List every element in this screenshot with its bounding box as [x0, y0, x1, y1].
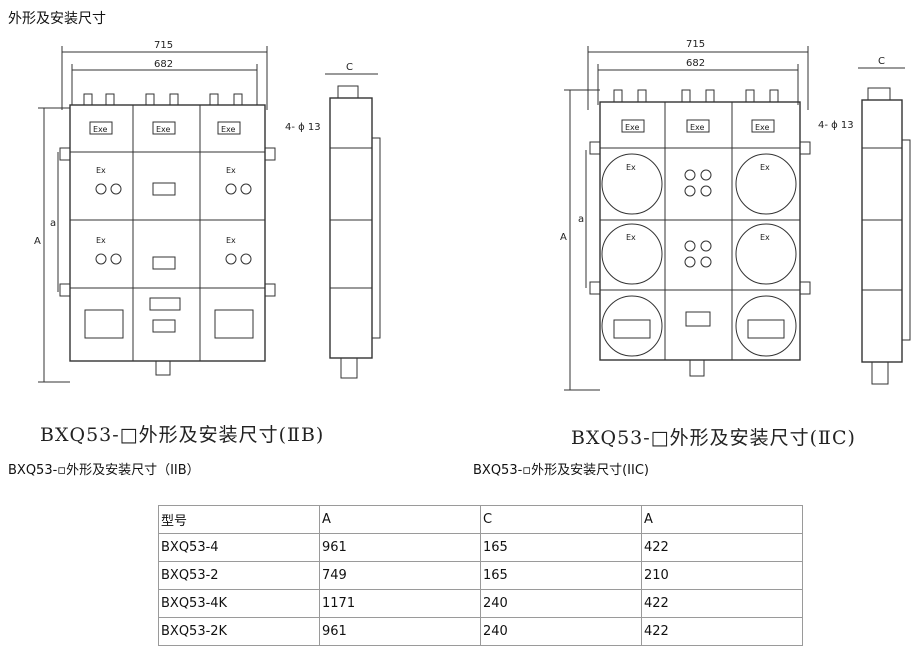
panel-ex-2: Ex [226, 166, 236, 175]
table-header-cell: A [641, 505, 803, 534]
table-cell: 961 [319, 533, 481, 562]
table-row: BXQ53-2K 961 240 422 [158, 617, 803, 646]
drawing-iib-svg: 715 682 C A a 4- ϕ 13 Exe Exe Exe Ex Ex … [34, 40, 381, 383]
table-row: BXQ53-2 749 165 210 [158, 561, 803, 590]
drawing-iic: 715 682 C A a 4- ϕ 13 Exe Exe Exe Ex Ex … [540, 30, 920, 420]
panel-exe-2: Exe [156, 125, 171, 134]
caption-iic: BXQ53-▫外形及安装尺寸(IIC) [473, 463, 649, 478]
dim-715: 715 [154, 40, 173, 51]
holes-note: 4- ϕ 13 [818, 120, 854, 131]
panel-ex-3: Ex [626, 233, 636, 242]
section-heading: 外形及安装尺寸 [8, 11, 106, 27]
table-header-row: 型号 A C A [158, 505, 803, 534]
panel-ex-3: Ex [96, 236, 106, 245]
caption-iib: BXQ53-▫外形及安装尺寸（IIB） [8, 463, 200, 478]
dim-682: 682 [686, 58, 705, 69]
dimension-table: 型号 A C A BXQ53-4 961 165 422 BXQ53-2 749… [158, 505, 803, 646]
table-cell: 961 [319, 617, 481, 646]
table-row: BXQ53-4K 1171 240 422 [158, 589, 803, 618]
drawing-iic-svg: 715 682 C A a 4- ϕ 13 Exe Exe Exe Ex Ex … [560, 39, 911, 391]
table-cell: 240 [480, 617, 642, 646]
table-cell: BXQ53-4 [158, 533, 320, 562]
dim-a-big: A [34, 236, 41, 247]
panel-ex-4: Ex [226, 236, 236, 245]
table-cell: BXQ53-4K [158, 589, 320, 618]
panel-exe-3: Exe [755, 123, 770, 132]
table-cell: 165 [480, 533, 642, 562]
panel-ex-4: Ex [760, 233, 770, 242]
panel-exe-1: Exe [625, 123, 640, 132]
table-cell: 1171 [319, 589, 481, 618]
panel-ex-1: Ex [96, 166, 106, 175]
dim-682: 682 [154, 59, 173, 70]
table-header-cell: 型号 [158, 505, 320, 534]
table-header-cell: C [480, 505, 642, 534]
table-cell: BXQ53-2 [158, 561, 320, 590]
drawing-iic-title: BXQ53-□外形及安装尺寸(ⅡC) [571, 427, 856, 449]
panel-exe-3: Exe [221, 125, 236, 134]
dim-a-small: a [50, 218, 56, 229]
table-cell: BXQ53-2K [158, 617, 320, 646]
dim-a-big: A [560, 232, 567, 243]
dim-c: C [346, 62, 353, 73]
table-cell: 165 [480, 561, 642, 590]
table-cell: 240 [480, 589, 642, 618]
dim-715: 715 [686, 39, 705, 50]
table-cell: 422 [641, 589, 803, 618]
table-cell: 422 [641, 533, 803, 562]
drawing-iib-title: BXQ53-□外形及安装尺寸(ⅡB) [40, 424, 325, 446]
panel-ex-1: Ex [626, 163, 636, 172]
dim-a-small: a [578, 214, 584, 225]
table-cell: 210 [641, 561, 803, 590]
panel-exe-2: Exe [690, 123, 705, 132]
panel-ex-2: Ex [760, 163, 770, 172]
panel-exe-1: Exe [93, 125, 108, 134]
drawing-iib: 715 682 C A a 4- ϕ 13 Exe Exe Exe Ex Ex … [0, 30, 420, 410]
table-header-cell: A [319, 505, 481, 534]
holes-note: 4- ϕ 13 [285, 122, 321, 133]
table-row: BXQ53-4 961 165 422 [158, 533, 803, 562]
dim-c: C [878, 56, 885, 67]
table-cell: 749 [319, 561, 481, 590]
table-cell: 422 [641, 617, 803, 646]
